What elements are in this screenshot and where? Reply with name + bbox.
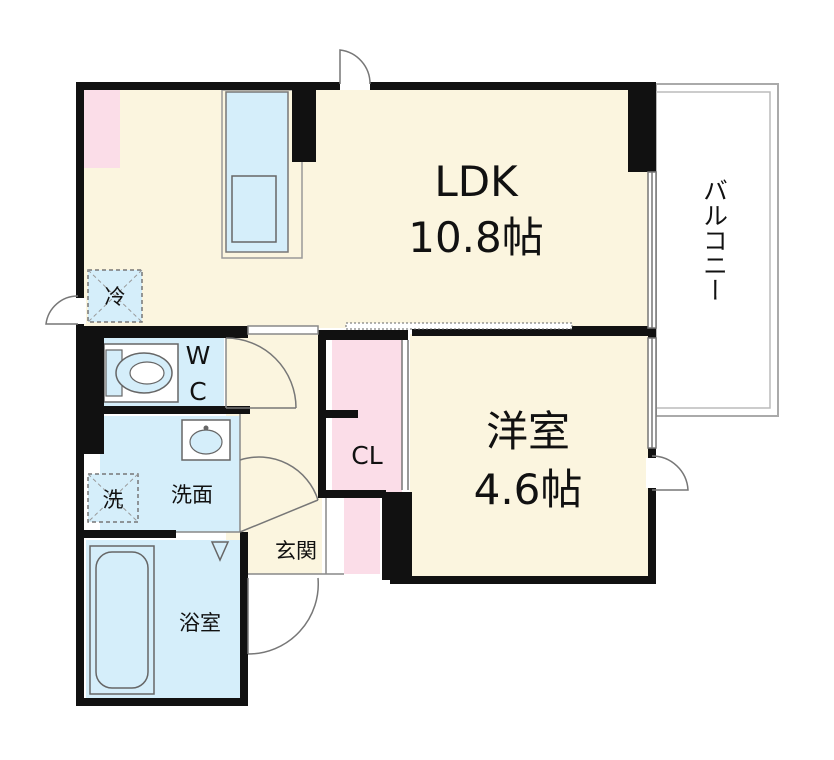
entrance-door	[247, 577, 320, 655]
wc-label-c: C	[189, 377, 206, 406]
washer-space	[87, 473, 139, 523]
closet-label: CL	[351, 441, 382, 470]
wc-label-w: W	[186, 341, 211, 370]
balcony-label: バルコニー	[700, 178, 729, 303]
thin-lines	[176, 325, 344, 575]
washroom-label: 洗面	[171, 483, 213, 507]
wc-door	[225, 337, 297, 409]
ldk-label: LDK	[434, 157, 519, 206]
fridge-label: 冷	[105, 285, 126, 309]
toilet-icon	[103, 343, 179, 403]
sink-icon	[231, 175, 277, 243]
fridge-space	[87, 269, 143, 323]
sliding-partition	[345, 322, 573, 330]
wash-basin-icon	[181, 419, 231, 461]
drain-mark	[210, 541, 230, 562]
left-vent-door	[45, 295, 79, 325]
washroom-door	[239, 456, 319, 501]
doors	[45, 49, 689, 655]
ldk-balcony-window	[647, 171, 657, 329]
left-vent-gap	[72, 298, 86, 324]
ldk-size-label: 10.8帖	[408, 213, 544, 262]
ldk-pink-storage	[84, 90, 120, 168]
closet-door	[401, 340, 409, 490]
right-vent-door	[651, 455, 689, 491]
kitchen-counter	[221, 89, 303, 259]
entrance-label: 玄関	[275, 539, 317, 563]
shoe-box	[344, 498, 380, 574]
bathtub-icon	[89, 545, 155, 695]
ldk-floor	[82, 88, 652, 328]
western-floor	[410, 334, 652, 578]
balcony	[655, 83, 779, 417]
top-vent-gap	[340, 80, 370, 90]
top-vent-door	[339, 49, 371, 85]
western-room-size-label: 4.6帖	[474, 465, 583, 514]
western-room-label: 洋室	[486, 407, 570, 456]
western-balcony-window	[647, 337, 657, 449]
right-vent-gap	[646, 458, 658, 488]
bath-label: 浴室	[179, 611, 221, 635]
washer-label: 洗	[103, 488, 124, 512]
